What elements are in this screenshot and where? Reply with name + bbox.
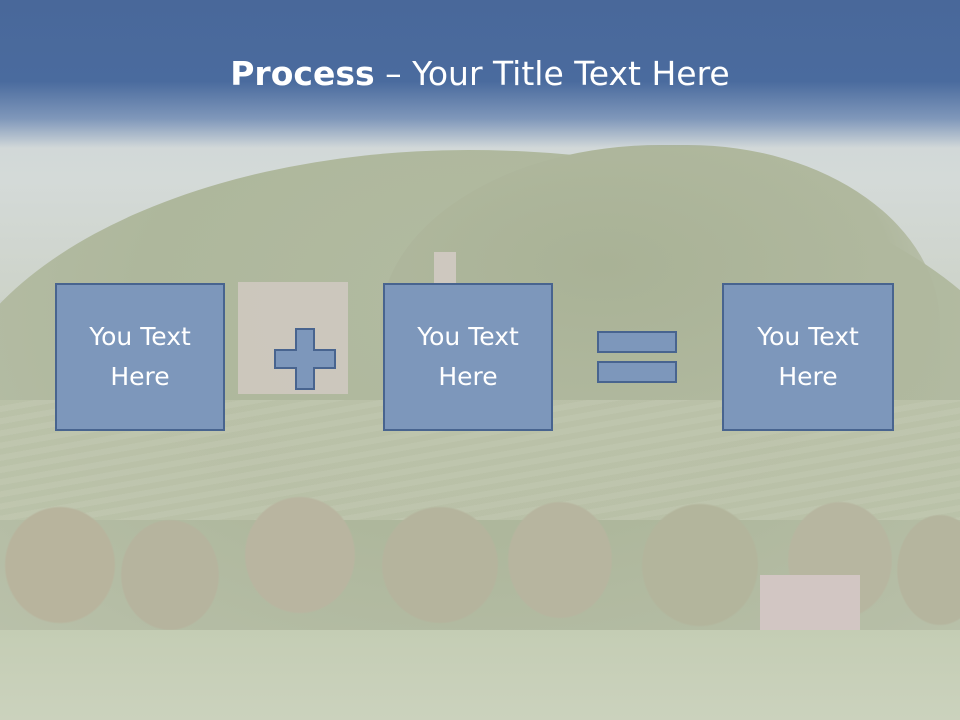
castle bbox=[238, 282, 348, 394]
castle-tower bbox=[434, 252, 456, 292]
meadow bbox=[0, 630, 960, 720]
equals-icon bbox=[597, 331, 677, 383]
process-box-line2: Here bbox=[110, 362, 170, 391]
process-box-line1: You Text bbox=[757, 322, 859, 351]
process-box-line1: You Text bbox=[89, 322, 191, 351]
process-box-line2: Here bbox=[778, 362, 838, 391]
title-banner: Process – Your Title Text Here bbox=[0, 0, 960, 148]
title-bold: Process bbox=[230, 54, 375, 93]
slide-title: Process – Your Title Text Here bbox=[0, 52, 960, 96]
title-rest: – Your Title Text Here bbox=[374, 54, 730, 93]
plus-icon bbox=[274, 328, 336, 390]
house bbox=[760, 575, 860, 630]
process-box-line1: You Text bbox=[417, 322, 519, 351]
process-box-line2: Here bbox=[438, 362, 498, 391]
